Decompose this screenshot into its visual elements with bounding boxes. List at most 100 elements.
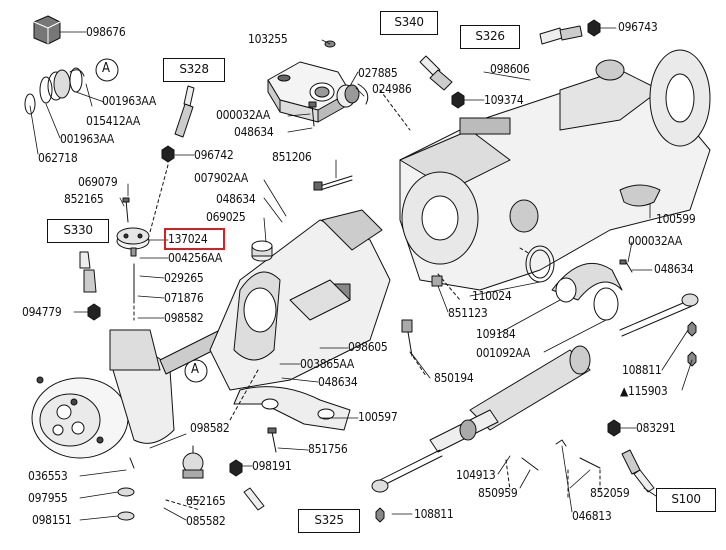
part-label-109184[interactable]: 109184 [476,327,516,341]
bolt-852165 [122,197,130,223]
callout-letter-a-top: A [102,61,110,76]
part-label-069079[interactable]: 069079 [78,175,118,189]
part-label-098191[interactable]: 098191 [252,459,292,473]
part-label-098606[interactable]: 098606 [490,62,530,76]
hex-nut-109374 [451,91,465,109]
part-label-100599[interactable]: 100599 [656,212,696,226]
part-label-001963AA-b[interactable]: 001963AA [60,132,114,146]
part-label-083291[interactable]: 083291 [636,421,676,435]
washers [117,457,135,521]
cube-part [33,15,61,45]
grease-fitting-s328 [174,85,195,138]
tie-rod-end-right [619,293,699,367]
part-label-097955[interactable]: 097955 [28,491,68,505]
part-label-137024-selected[interactable]: 137024 [168,232,208,246]
part-label-000032AA-b[interactable]: 000032AA [628,234,682,248]
main-axle-housing [399,49,711,291]
part-label-851206[interactable]: 851206 [272,150,312,164]
small-bolt [308,101,317,127]
o-ring [593,287,619,321]
hex-nut-096743 [587,19,601,37]
part-label-098151[interactable]: 098151 [32,513,72,527]
bolt-852059 [579,457,601,469]
bushing-part [336,83,369,108]
part-label-850194[interactable]: 850194 [434,371,474,385]
part-label-004256AA[interactable]: 004256AA [168,251,222,265]
part-label-096742[interactable]: 096742 [194,148,234,162]
part-label-000032AA[interactable]: 000032AA [216,108,270,122]
part-label-069025[interactable]: 069025 [206,210,246,224]
part-label-048634-b[interactable]: 048634 [216,192,256,206]
ball-joint [182,445,204,479]
hex-nut-094779 [87,303,101,321]
part-label-098582-a[interactable]: 098582 [164,311,204,325]
part-label-085582[interactable]: 085582 [186,514,226,528]
hub-assembly [31,329,231,459]
bracket-part [267,40,351,123]
part-label-852165-a[interactable]: 852165 [64,192,104,206]
tie-rod-end-left [371,449,443,523]
part-label-048634-d[interactable]: 048634 [654,262,694,276]
part-label-003865AA[interactable]: 003865AA [300,357,354,371]
part-label-029265[interactable]: 029265 [164,271,204,285]
hex-nut [161,145,175,163]
grease-fitting-s100 [621,449,655,493]
steering-arm [233,386,351,453]
callout-a-top [95,58,119,82]
part-label-071876[interactable]: 071876 [164,291,204,305]
part-label-103255[interactable]: 103255 [248,32,288,46]
group-box-s325[interactable]: S325 [298,509,360,533]
part-label-001092AA[interactable]: 001092AA [476,346,530,360]
hex-nut-083291 [607,419,621,437]
grease-fitting-s325 [243,487,265,511]
part-label-001963AA-a[interactable]: 001963AA [102,94,156,108]
part-label-115903-text: 115903 [628,384,668,398]
part-label-096743[interactable]: 096743 [618,20,658,34]
part-label-110024[interactable]: 110024 [472,289,512,303]
part-label-852059[interactable]: 852059 [590,486,630,500]
part-label-115903[interactable]: ▲115903 [620,384,668,398]
part-label-852165-b[interactable]: 852165 [186,494,226,508]
part-label-851123[interactable]: 851123 [448,306,488,320]
clip-046813 [555,439,567,447]
grease-fitting-s340 [419,55,453,91]
bolt-850194 [401,319,413,357]
part-label-098676[interactable]: 098676 [86,25,126,39]
part-label-098605[interactable]: 098605 [348,340,388,354]
bolt-851206 [313,175,353,191]
bearing-cap [551,262,623,303]
part-label-109374[interactable]: 109374 [484,93,524,107]
part-label-048634-a[interactable]: 048634 [234,125,274,139]
grease-fitting-s326 [539,25,583,45]
group-box-s326[interactable]: S326 [460,25,520,49]
part-label-024986[interactable]: 024986 [372,82,412,96]
part-label-098582-b[interactable]: 098582 [190,421,230,435]
triangle-marker: ▲ [620,384,629,398]
kingpin-cap [116,227,150,301]
part-label-048634-c[interactable]: 048634 [318,375,358,389]
part-label-851756[interactable]: 851756 [308,442,348,456]
part-label-094779[interactable]: 094779 [22,305,62,319]
group-box-s328[interactable]: S328 [163,58,225,82]
part-label-108811-a[interactable]: 108811 [622,363,662,377]
steering-cylinder [429,345,591,453]
group-box-s330[interactable]: S330 [47,219,109,243]
callout-letter-a-bottom: A [191,362,199,377]
group-box-s100[interactable]: S100 [656,488,716,512]
group-box-s340[interactable]: S340 [380,11,438,35]
part-label-036553[interactable]: 036553 [28,469,68,483]
part-label-046813[interactable]: 046813 [572,509,612,523]
part-label-062718[interactable]: 062718 [38,151,78,165]
hex-nut-098191 [229,459,243,477]
axle-housing [209,209,391,391]
part-label-104913[interactable]: 104913 [456,468,496,482]
part-label-100597[interactable]: 100597 [358,410,398,424]
part-label-007902AA[interactable]: 007902AA [194,171,248,185]
part-label-027885[interactable]: 027885 [358,66,398,80]
part-label-015412AA[interactable]: 015412AA [86,114,140,128]
small-bolt-right [619,259,633,273]
part-label-850959[interactable]: 850959 [478,486,518,500]
part-label-108811-b[interactable]: 108811 [414,507,454,521]
